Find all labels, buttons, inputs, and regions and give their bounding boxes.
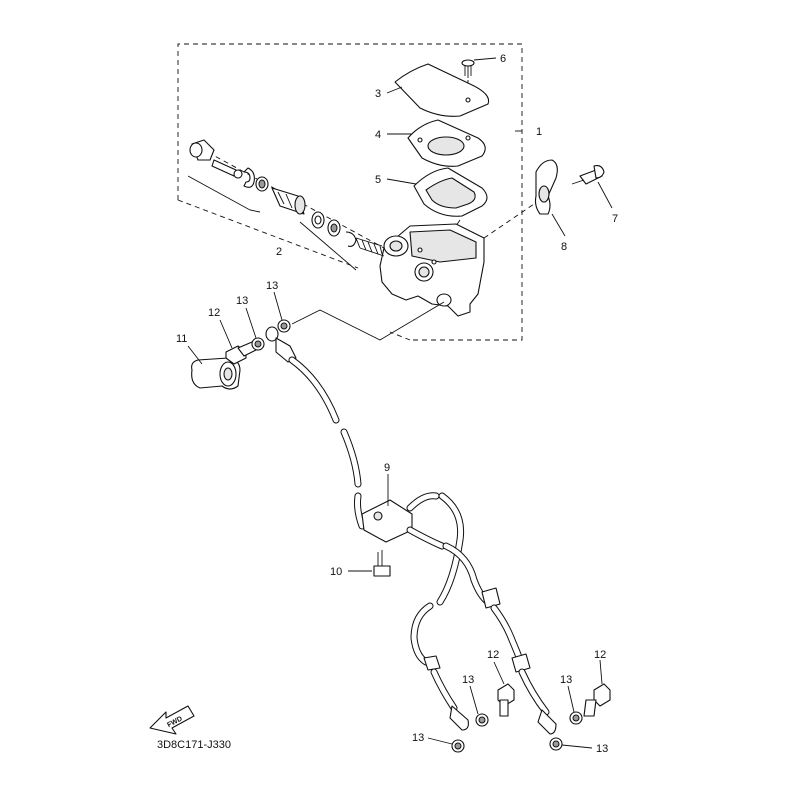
hose-joint	[361, 492, 446, 550]
callout-1: 1	[536, 126, 542, 138]
callout-13-lower-d: 13	[596, 743, 608, 755]
callout-9: 9	[384, 462, 390, 474]
callout-7: 7	[612, 213, 618, 225]
banjo-bolt-upper	[225, 341, 257, 365]
banjo-connection-lines	[291, 301, 445, 341]
banjo-cover	[191, 357, 241, 390]
diagram-code: 3D8C171-J330	[157, 739, 231, 751]
callout-labels: 1 2 3 4 5 6 7 8 9 10 11 12 13 13 12 12 1…	[176, 53, 618, 755]
washer-lower-d	[549, 737, 563, 751]
brake-hose	[288, 356, 366, 530]
callout-13-upper-a: 13	[236, 295, 248, 307]
callout-3: 3	[375, 88, 381, 100]
diaphragm	[413, 167, 488, 233]
washer-upper-b	[277, 319, 291, 333]
holder-bolt	[571, 165, 605, 185]
callout-4: 4	[375, 129, 381, 141]
banjo-bolt-lower-right	[583, 683, 611, 717]
callout-12-lower-right: 12	[594, 649, 606, 661]
right-branch-hose	[442, 542, 557, 735]
callout-13-lower-a: 13	[462, 674, 474, 686]
return-spring	[355, 237, 385, 257]
callout-10: 10	[330, 566, 342, 578]
callout-6: 6	[500, 53, 506, 65]
piston-kit	[187, 139, 385, 271]
left-branch-hose	[410, 492, 469, 731]
assembly-boundary	[177, 43, 523, 341]
reservoir-cap	[394, 63, 490, 117]
fwd-arrow-icon: FWD	[149, 705, 195, 735]
callout-12-upper: 12	[208, 307, 220, 319]
banjo-bolt-lower-left	[497, 683, 515, 717]
callout-2: 2	[276, 246, 282, 258]
callout-13-upper-b: 13	[266, 280, 278, 292]
callout-5: 5	[375, 174, 381, 186]
callout-12-lower-left: 12	[487, 649, 499, 661]
diaphragm-plate	[407, 119, 486, 167]
master-cylinder-body	[379, 199, 541, 317]
washer-lower-a	[475, 713, 489, 727]
callout-13-lower-b: 13	[412, 732, 424, 744]
washer-upper-a	[251, 337, 265, 351]
callout-11: 11	[176, 333, 187, 345]
cap-screw	[461, 59, 475, 100]
callout-8: 8	[561, 241, 567, 253]
callout-leaders	[187, 57, 613, 749]
handlebar-holder	[534, 159, 558, 215]
joint-bolt	[373, 550, 391, 577]
washer-lower-b	[451, 739, 465, 753]
washer-lower-c	[569, 711, 583, 725]
callout-13-lower-c: 13	[560, 674, 572, 686]
